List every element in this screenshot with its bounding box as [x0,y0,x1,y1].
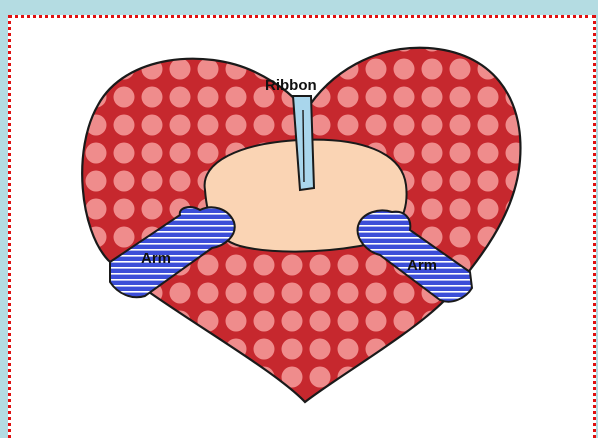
ribbon-fold-line [303,110,304,182]
ribbon-label: Ribbon [265,77,317,94]
arm-right-label: Arm [407,257,437,274]
heart-diagram: Ribbon Arm Arm [0,0,598,426]
arm-left-label: Arm [141,250,171,267]
background: Ribbon Arm Arm [0,0,598,426]
